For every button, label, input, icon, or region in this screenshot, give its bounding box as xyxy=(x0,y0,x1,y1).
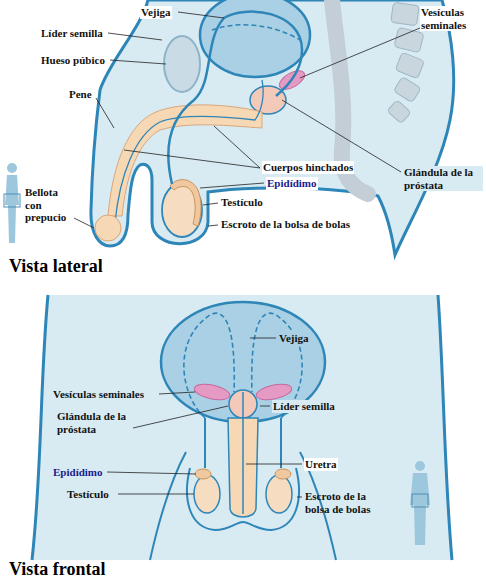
seminal-vesicle xyxy=(193,381,231,402)
leader-line xyxy=(74,218,94,228)
leader-line xyxy=(133,406,228,428)
vas-deferens xyxy=(184,313,234,418)
view-caption: Vista frontal xyxy=(8,559,107,580)
leader-line xyxy=(108,33,162,40)
leader-line xyxy=(107,472,196,474)
glans xyxy=(95,215,121,241)
view-caption: Vista lateral xyxy=(8,256,104,277)
leader-line xyxy=(260,406,270,407)
epididymis xyxy=(195,469,211,479)
part-label: Hueso púbico xyxy=(40,54,106,67)
leader-line xyxy=(208,225,218,226)
spine xyxy=(387,2,425,123)
part-label: Epidídimo xyxy=(266,177,318,190)
pubic-bone xyxy=(164,36,200,92)
prostate xyxy=(250,86,286,114)
leader-line xyxy=(110,60,166,64)
part-label: Glándula de la próstata xyxy=(56,410,136,435)
testicle xyxy=(194,475,220,513)
epididymis xyxy=(275,469,291,479)
part-label: Líder semilla xyxy=(272,400,336,413)
person-icon xyxy=(4,194,20,207)
person-icon xyxy=(412,494,428,507)
part-label: Vesículas seminales xyxy=(52,388,145,401)
body-outline xyxy=(32,295,452,560)
person-icon xyxy=(7,163,17,173)
urethra xyxy=(242,392,244,514)
spine xyxy=(387,100,411,124)
part-label: Testículo xyxy=(66,488,110,501)
part-label: Bellota con prepucio xyxy=(24,186,74,224)
person-icon xyxy=(5,175,19,243)
leader-line xyxy=(200,183,264,188)
part-label: Epidídimo xyxy=(52,466,104,479)
leader-line xyxy=(300,28,420,78)
person-icon xyxy=(4,163,20,243)
leader-line xyxy=(246,464,302,465)
leader-line xyxy=(74,12,420,228)
frontal-view xyxy=(32,295,452,560)
body-outline xyxy=(438,295,452,560)
part-label: Cuerpos hinchados xyxy=(262,161,354,174)
spine xyxy=(393,77,421,103)
part-label: Escroto de la bolsa de bolas xyxy=(304,490,386,515)
leader-line xyxy=(118,494,194,495)
lateral-view xyxy=(4,0,454,255)
part-label: Escroto de la bolsa de bolas xyxy=(220,218,351,231)
part-label: Líder semilla xyxy=(40,27,104,40)
vas-deferens xyxy=(204,418,206,472)
leader-line xyxy=(297,497,302,498)
part-label: Vejiga xyxy=(278,332,310,345)
person-icon xyxy=(415,461,425,471)
bladder-inner-line xyxy=(212,25,300,40)
part-label: Testículo xyxy=(220,196,264,209)
body-outline xyxy=(32,295,48,560)
leader-line xyxy=(96,98,114,128)
part-label: Uretra xyxy=(304,458,338,471)
testicle xyxy=(266,475,292,513)
epididymis xyxy=(170,180,201,226)
leader-line xyxy=(250,338,276,339)
leader-line xyxy=(107,338,302,497)
spine xyxy=(391,2,420,25)
part-label: Vesículas seminales xyxy=(420,6,480,31)
part-label: Glándula de la próstata xyxy=(403,166,483,191)
leader-line xyxy=(214,126,260,168)
spine xyxy=(395,52,424,79)
leader-line xyxy=(178,12,224,18)
leader-line xyxy=(124,150,260,168)
person-icon xyxy=(410,461,430,545)
part-label: Vejiga xyxy=(140,6,172,19)
part-label: Pene xyxy=(68,88,93,101)
leader-line xyxy=(159,392,195,394)
leader-line xyxy=(203,203,218,205)
thigh-line xyxy=(150,452,186,560)
person-icon xyxy=(410,473,430,545)
